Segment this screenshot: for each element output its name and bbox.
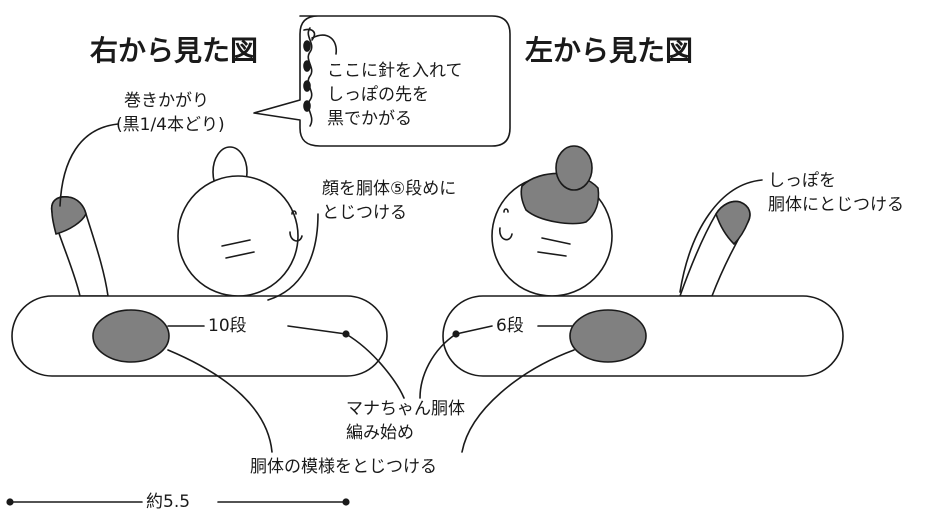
left-view-figure — [442, 145, 844, 377]
label-blanket-stitch-1: 巻きかがり — [124, 91, 209, 111]
left-whisker-1 — [541, 237, 571, 245]
left-eye — [503, 208, 509, 213]
leader-pattern-right — [167, 349, 273, 453]
callout-needle-arrow — [311, 34, 337, 55]
label-face-attach-1: 顔を胴体⑤段めに — [322, 179, 457, 199]
label-body-start-2: 編み始め — [346, 423, 414, 443]
right-head — [177, 175, 299, 297]
left-mouth — [499, 227, 513, 241]
dimension-end-right — [342, 498, 350, 506]
leader-tail-attach — [679, 179, 763, 293]
right-eye — [291, 210, 297, 215]
left-whisker-2 — [537, 251, 567, 257]
label-face-attach-2: とじつける — [322, 203, 407, 223]
leader-6-rows-left — [455, 325, 493, 335]
label-tail-attach-2: 胴体にとじつける — [768, 195, 904, 215]
title-left-view: 左から見た図 — [525, 34, 694, 67]
label-width: 約5.5 — [146, 492, 191, 512]
label-10-rows: 10段 — [208, 316, 247, 336]
title-right-view: 右から見た図 — [90, 34, 259, 67]
callout-bubble — [253, 15, 511, 147]
leader-pattern-left — [461, 349, 575, 453]
label-blanket-stitch-2: (黒1/4本どり) — [116, 115, 225, 135]
label-body-start-1: マナちゃん胴体 — [346, 399, 465, 419]
label-pattern-attach: 胴体の模様をとじつける — [250, 457, 437, 477]
label-6-rows: 6段 — [496, 316, 524, 336]
callout-tail-stitch-icon — [303, 27, 316, 127]
left-body-spot — [569, 309, 647, 363]
callout-line-3: 黒でかがる — [327, 109, 412, 129]
dimension-end-left — [6, 498, 14, 506]
right-body-spot — [92, 309, 170, 363]
right-whisker-1 — [221, 239, 251, 247]
leader-10-rows-right — [287, 325, 347, 335]
leader-body-start-right — [345, 333, 405, 399]
leader-body-start-left — [419, 333, 457, 399]
callout-line-1: ここに針を入れて — [327, 61, 463, 81]
right-whisker-2 — [225, 251, 255, 259]
right-mouth — [289, 231, 303, 242]
left-ear — [555, 145, 593, 191]
callout-outline — [253, 15, 511, 147]
leader-blanket-stitch — [59, 123, 119, 207]
left-tail-tip — [715, 200, 751, 245]
callout-line-2: しっぽの先を — [327, 85, 429, 105]
leader-face-attach — [267, 213, 319, 301]
label-tail-attach-1: しっぽを — [768, 171, 836, 191]
right-view-figure — [11, 146, 388, 377]
right-body — [11, 295, 388, 377]
